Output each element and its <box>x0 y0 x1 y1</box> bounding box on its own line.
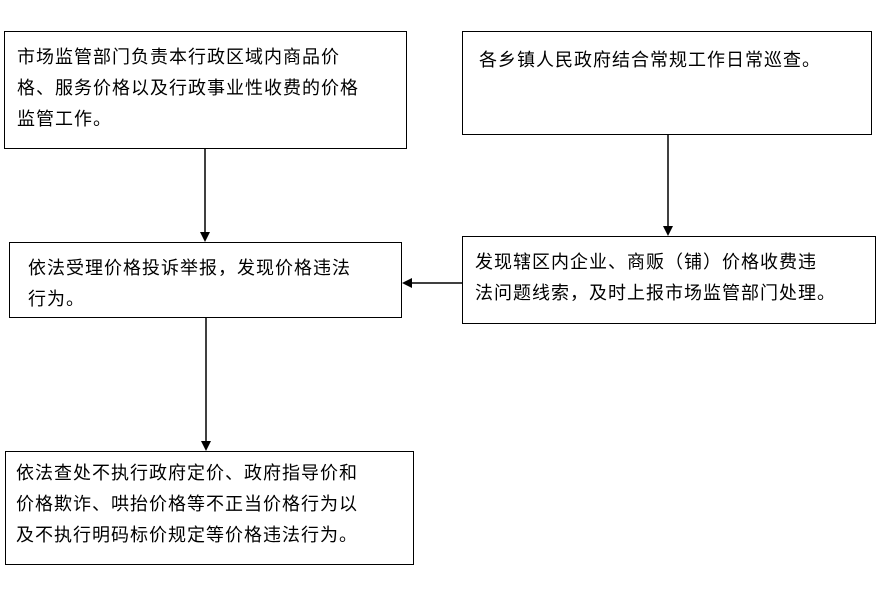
discover-clues-text: 发现辖区内企业、商贩（铺）价格收费违 法问题线索，及时上报市场监管部门处理。 <box>475 252 836 304</box>
investigate-handle-text: 依法查处不执行政府定价、政府指导价和 价格欺诈、哄抬价格等不正当价格行为以 及不… <box>16 463 358 546</box>
township-governments-text: 各乡镇人民政府结合常规工作日常巡查。 <box>479 50 821 71</box>
accept-complaints-box: 依法受理价格投诉举报，发现价格违法 行为。 <box>9 242 402 318</box>
investigate-handle-box: 依法查处不执行政府定价、政府指导价和 价格欺诈、哄抬价格等不正当价格行为以 及不… <box>5 451 414 565</box>
discover-clues-box: 发现辖区内企业、商贩（铺）价格收费违 法问题线索，及时上报市场监管部门处理。 <box>462 236 876 324</box>
accept-complaints-text: 依法受理价格投诉举报，发现价格违法 行为。 <box>28 258 351 310</box>
market-supervision-text: 市场监管部门负责本行政区域内商品价 格、服务价格以及行政事业性收费的价格 监管工… <box>17 47 359 130</box>
township-governments-box: 各乡镇人民政府结合常规工作日常巡查。 <box>462 31 872 135</box>
market-supervision-box: 市场监管部门负责本行政区域内商品价 格、服务价格以及行政事业性收费的价格 监管工… <box>4 31 407 149</box>
